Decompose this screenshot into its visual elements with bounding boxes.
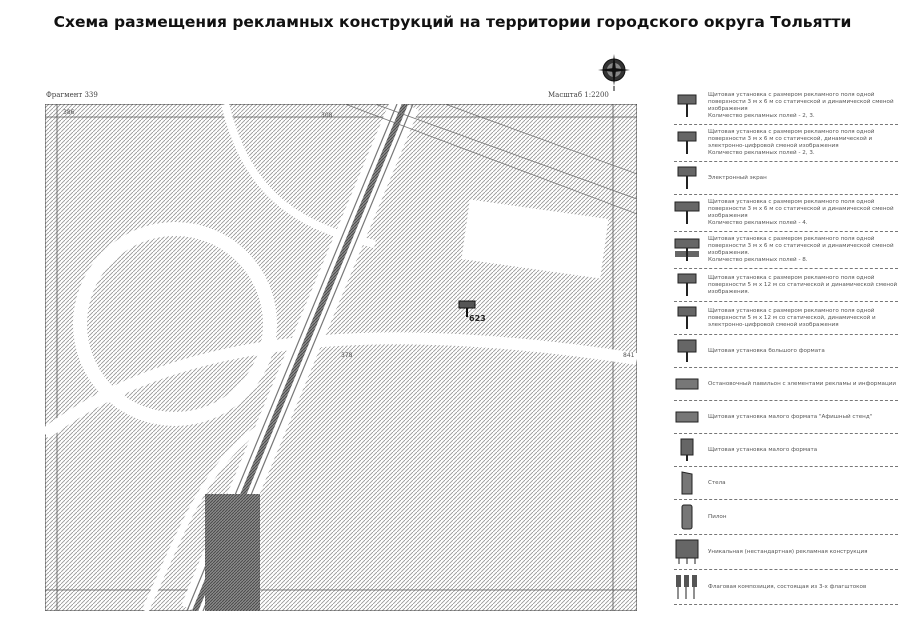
map-label: 841	[623, 352, 635, 359]
legend-item: Электронный экран	[674, 162, 898, 195]
billboard-marker[interactable]: 623	[458, 300, 486, 323]
map-label: 378	[341, 352, 353, 359]
legend-item: Остановочный павильон с элементами рекла…	[674, 368, 898, 401]
small-billboard-icon	[674, 438, 700, 462]
scale-label: Масштаб 1:2200	[548, 91, 609, 99]
legend-item-text: Щитовая установка с размером рекламного …	[708, 199, 894, 226]
legend: Щитовая установка с размером рекламного …	[674, 88, 898, 605]
poster-stand-icon	[674, 410, 700, 424]
legend-item: Стела	[674, 467, 898, 500]
billboard-3x6-static-dynamic-icon	[674, 94, 700, 118]
legend-item: Уникальная (нестандартная) рекламная кон…	[674, 535, 898, 570]
flag-composition-icon	[674, 574, 700, 600]
legend-item: Щитовая установка малого формата	[674, 434, 898, 467]
map-label: 386	[63, 109, 75, 116]
legend-item-text: Щитовая установка малого формата	[708, 446, 818, 453]
legend-item-text: Электронный экран	[708, 174, 767, 181]
legend-item: Щитовая установка с размером рекламного …	[674, 125, 898, 162]
unique-structure-icon	[674, 539, 700, 565]
legend-item: Щитовая установка с размером рекламного …	[674, 88, 898, 125]
billboard-3x6-8fields-icon	[674, 238, 700, 262]
legend-item-text: Щитовая установка большого формата	[708, 347, 825, 354]
legend-item: Щитовая установка с размером рекламного …	[674, 302, 898, 335]
map-fragment[interactable]: 386 308 378 841 623	[45, 104, 637, 611]
legend-item-text: Флаговая композиция, состоящая из 3-х фл…	[708, 583, 867, 590]
marker-number: 623	[469, 314, 486, 323]
map-label: 308	[321, 112, 333, 119]
fragment-label: Фрагмент 339	[46, 91, 98, 99]
legend-item-text: Щитовая установка с размером рекламного …	[708, 129, 875, 156]
billboard-3x6-4fields-icon	[674, 201, 700, 225]
billboard-5x12-digital-icon	[674, 306, 700, 330]
billboard-3x6-digital-icon	[674, 131, 700, 155]
legend-item-text: Щитовая установка с размером рекламного …	[708, 307, 876, 328]
legend-item: Пилон	[674, 500, 898, 535]
legend-item: Щитовая установка большого формата	[674, 335, 898, 368]
legend-item-text: Остановочный павильон с элементами рекла…	[708, 380, 897, 387]
legend-item-text: Стела	[708, 479, 726, 486]
bus-stop-pavilion-icon	[674, 377, 700, 391]
legend-item: Щитовая установка малого формата "Афишны…	[674, 401, 898, 434]
pylon-icon	[674, 504, 700, 530]
large-format-billboard-icon	[674, 339, 700, 363]
legend-item-text: Щитовая установка малого формата "Афишны…	[708, 413, 873, 420]
legend-item-text: Пилон	[708, 513, 727, 520]
legend-item-text: Щитовая установка с размером рекламного …	[708, 274, 898, 295]
stele-icon	[674, 471, 700, 495]
compass-rose-icon	[598, 54, 630, 91]
page-title: Схема размещения рекламных конструкций н…	[53, 13, 852, 31]
billboard-5x12-icon	[674, 273, 700, 297]
electronic-screen-icon	[674, 166, 700, 190]
legend-item-text: Уникальная (нестандартная) рекламная кон…	[708, 548, 868, 555]
legend-item: Щитовая установка с размером рекламного …	[674, 232, 898, 269]
legend-item: Щитовая установка с размером рекламного …	[674, 195, 898, 232]
legend-item-text: Щитовая установка с размером рекламного …	[708, 92, 894, 119]
legend-item: Флаговая композиция, состоящая из 3-х фл…	[674, 570, 898, 605]
legend-item: Щитовая установка с размером рекламного …	[674, 269, 898, 302]
legend-item-text: Щитовая установка с размером рекламного …	[708, 236, 894, 263]
